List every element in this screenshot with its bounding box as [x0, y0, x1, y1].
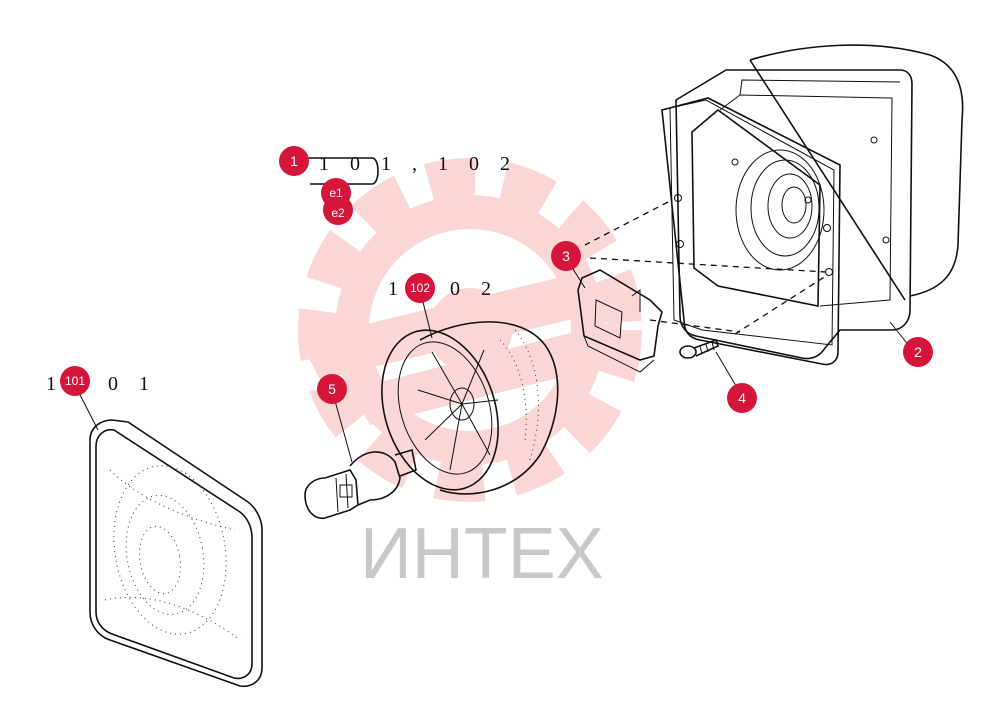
callout-badge-1[interactable]: 1: [279, 146, 309, 176]
callout-badge-101[interactable]: 101: [60, 366, 90, 396]
callout-badge-102-label: 102: [410, 281, 430, 295]
housing-part: [661, 44, 964, 366]
screw-part: [679, 338, 719, 359]
part-number-assembly: 1 1 0 2: [388, 278, 499, 300]
callout-badge-3-circle: [551, 241, 581, 271]
callout-badge-4[interactable]: 4: [727, 383, 757, 413]
lens-part: [89, 419, 263, 688]
callout-badge-e1-label: e1: [329, 186, 343, 200]
part-number-outline: [305, 157, 379, 185]
callout-badge-e1-circle: [321, 178, 351, 208]
callout-badge-4-label: 4: [738, 390, 746, 406]
bracket-part: [577, 269, 663, 373]
callout-badge-1-label: 1: [290, 153, 298, 169]
callout-badge-101-circle: [60, 366, 90, 396]
callout-badge-3[interactable]: 3: [551, 241, 581, 271]
callout-badge-e1[interactable]: e2 e1: [321, 178, 353, 225]
callout-badge-5[interactable]: 5: [317, 374, 347, 404]
watermark-text: ИНТЕХ: [360, 514, 604, 594]
callout-badge-4-circle: [727, 383, 757, 413]
callout-badge-2-label: 2: [914, 344, 922, 360]
bulb-part: [304, 448, 417, 520]
callout-badge-3-label: 3: [562, 248, 570, 264]
part-number-top: 1 1 0 1 , 1 0 2: [288, 153, 518, 175]
callout-badge-102[interactable]: 102: [405, 273, 435, 303]
watermark-logo: [298, 158, 642, 502]
callout-badge-101-label: 101: [65, 374, 85, 388]
callout-badge-5-label: 5: [328, 381, 336, 397]
callout-badge-102-circle: [405, 273, 435, 303]
assembly-guide-lines: [584, 201, 827, 335]
callout-badge-1-circle: [279, 146, 309, 176]
callout-badge-e2-label: e2: [331, 206, 345, 220]
callout-badge-2-circle: [903, 337, 933, 367]
callout-badge-5-circle: [317, 374, 347, 404]
callout-badge-2[interactable]: 2: [903, 337, 933, 367]
reflector-drum-part: [381, 321, 559, 495]
